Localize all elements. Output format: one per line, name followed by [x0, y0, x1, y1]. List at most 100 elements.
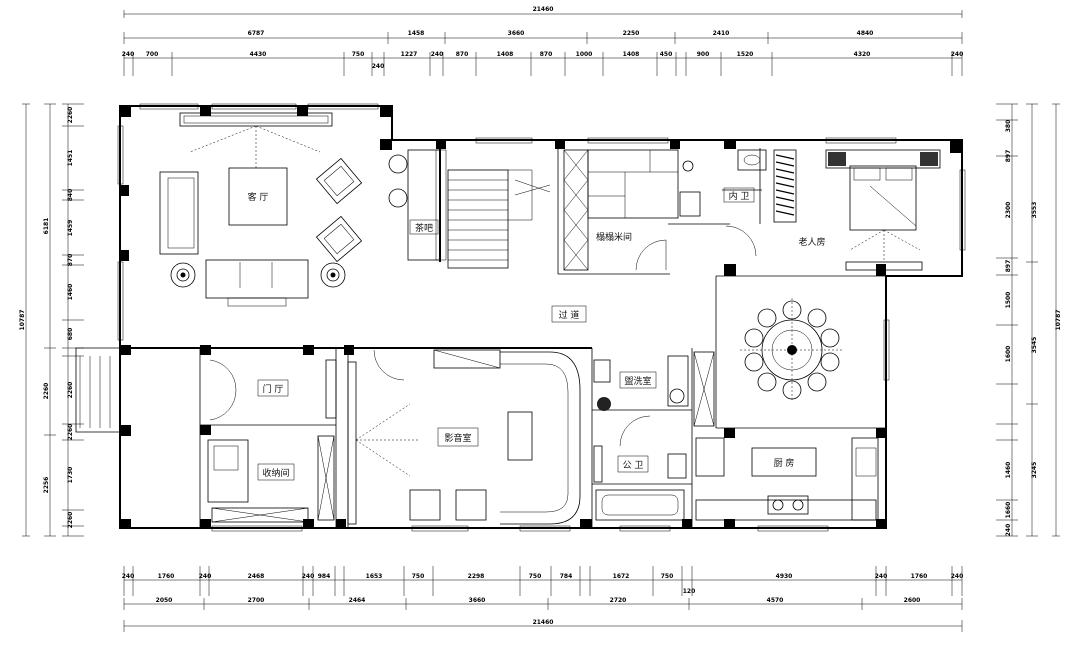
dim-top-mid: 1458: [408, 30, 425, 37]
dim-right-mid: 3553: [1031, 202, 1038, 219]
dim-right-detail: 1460: [1005, 462, 1012, 479]
dim-top-mid: 6787: [248, 30, 265, 37]
dim-left-detail: 840: [67, 189, 74, 202]
dim-left-detail: 2260: [67, 424, 74, 441]
dim-top-mid: 2250: [623, 30, 640, 37]
dim-bottom-detail: 2468: [248, 573, 265, 580]
dim-bottom-detail: 240: [302, 573, 315, 580]
dim-left-mid: 2256: [43, 477, 50, 494]
dim-right-mid: 3245: [1031, 462, 1038, 479]
dim-right-total: 10787: [1055, 310, 1062, 331]
dim-top-detail: 4320: [854, 51, 871, 58]
dim-top-detail: 870: [540, 51, 553, 58]
structural-columns: [119, 105, 962, 529]
dim-top-detail: 1520: [737, 51, 754, 58]
dim-top-mid: 4840: [857, 30, 874, 37]
dining-table: [740, 298, 844, 402]
dim-top-detail: 240: [951, 51, 964, 58]
dim-bottom-detail: 784: [560, 573, 573, 580]
dim-bottom-detail: 750: [529, 573, 542, 580]
dim-left-detail: 680: [67, 328, 74, 341]
dim-right-detail: 380: [1005, 120, 1012, 133]
label-living-room: 客 厅: [248, 191, 269, 203]
dim-top-mid: 3660: [508, 30, 525, 37]
dim-left-mid: 2260: [43, 383, 50, 400]
dim-top-detail: 240: [372, 63, 385, 70]
dim-bottom-detail: 1760: [158, 573, 175, 580]
dim-top-detail: 700: [146, 51, 159, 58]
dim-bottom-mid: 2600: [904, 597, 921, 604]
dim-bottom-detail: 984: [318, 573, 331, 580]
tea-bar-and-stairs: [388, 149, 551, 269]
dim-right-detail: 1600: [1005, 346, 1012, 363]
label-storage-room: 收纳间: [262, 467, 289, 479]
label-theater-room: 影音室: [444, 432, 471, 444]
foyer-and-storage: [207, 359, 337, 523]
dim-top-total: 21460: [533, 6, 554, 13]
dim-left-detail: 2260: [67, 107, 74, 124]
dim-top-detail: 1227: [401, 51, 418, 58]
dim-bottom-detail: 240: [122, 573, 135, 580]
dim-top-detail: 1000: [576, 51, 593, 58]
dim-left-detail: 1451: [67, 150, 74, 167]
dim-top-detail: 4430: [250, 51, 267, 58]
dim-top-mid: 2410: [713, 30, 730, 37]
dim-bottom-detail: 4930: [776, 573, 793, 580]
dim-bottom-mid: 4570: [767, 597, 784, 604]
dim-bottom-total: 21460: [533, 619, 554, 626]
dimension-lines: [22, 10, 1060, 632]
dim-bottom-extra: 120: [683, 588, 696, 595]
dim-right-detail: 2300: [1005, 202, 1012, 219]
upper-right-rooms: [563, 149, 941, 271]
living-room-furniture: [159, 112, 363, 307]
dim-top-detail: 1408: [623, 51, 640, 58]
dim-bottom-mid: 2720: [610, 597, 627, 604]
dim-right-detail: 897: [1005, 260, 1012, 273]
dim-bottom-detail: 1653: [366, 573, 383, 580]
kitchen-fixtures: [695, 437, 879, 521]
dimension-labels: 21460 6787 1458 3660 2250 2410 4840 240 …: [19, 6, 1062, 626]
dim-bottom-mid: 2464: [349, 597, 366, 604]
dim-bottom-detail: 750: [412, 573, 425, 580]
dim-right-mid: 3545: [1031, 337, 1038, 354]
dim-bottom-detail: 1672: [613, 573, 630, 580]
dim-left-total: 10787: [19, 310, 26, 331]
dim-bottom-detail: 2298: [468, 573, 485, 580]
dim-top-detail: 900: [697, 51, 710, 58]
dim-left-detail: 2260: [67, 382, 74, 399]
dim-bottom-mid: 2050: [156, 597, 173, 604]
dim-right-detail: 897: [1005, 150, 1012, 163]
label-foyer: 门 厅: [263, 383, 284, 395]
dim-top-detail: 240: [431, 51, 444, 58]
dim-left-mid: 6181: [43, 218, 50, 235]
dim-left-detail: 1730: [67, 467, 74, 484]
label-corridor: 过 道: [559, 309, 580, 321]
label-tea-bar: 茶吧: [415, 222, 433, 234]
room-labels: 客 厅 茶吧 榻榻米间 内 卫 老人房 过 道 门 厅 收纳间 影音室 盥洗室 …: [248, 187, 826, 481]
bath-fixtures: [593, 351, 715, 521]
dim-top-detail: 450: [660, 51, 673, 58]
windows: [117, 103, 966, 532]
dim-left-detail: 870: [67, 254, 74, 267]
dim-bottom-mid: 2700: [248, 597, 265, 604]
dim-bottom-detail: 240: [875, 573, 888, 580]
dim-top-detail: 1408: [497, 51, 514, 58]
dim-bottom-detail: 240: [951, 573, 964, 580]
dim-bottom-detail: 750: [661, 573, 674, 580]
label-elder-room: 老人房: [798, 236, 825, 248]
dim-top-detail: 750: [352, 51, 365, 58]
label-tatami-room: 榻榻米间: [596, 231, 632, 243]
theater-furniture: [347, 349, 581, 525]
dim-top-detail: 870: [456, 51, 469, 58]
dim-bottom-mid: 3660: [469, 597, 486, 604]
label-laundry-room: 盥洗室: [624, 375, 651, 387]
label-ensuite-bath: 内 卫: [729, 190, 750, 202]
dim-right-detail: 240: [1005, 524, 1012, 537]
dim-bottom-detail: 1760: [911, 573, 928, 580]
walls: [75, 105, 963, 529]
label-public-bath: 公 卫: [623, 460, 644, 471]
dim-right-detail: 1660: [1005, 502, 1012, 519]
dim-left-detail: 1460: [67, 284, 74, 301]
